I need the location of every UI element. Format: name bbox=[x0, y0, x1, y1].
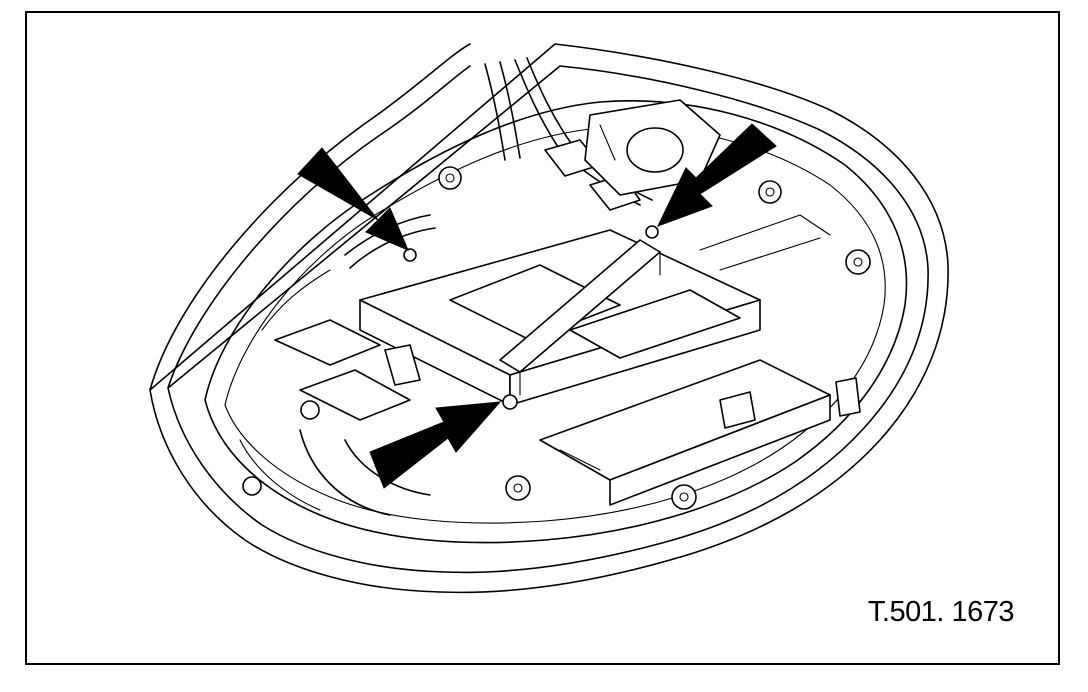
mounting-boss bbox=[845, 249, 871, 275]
lower-left-bracket bbox=[274, 319, 431, 516]
mounting-boss bbox=[242, 476, 262, 496]
arrow-upper-right bbox=[657, 123, 777, 227]
mounting-boss bbox=[438, 166, 462, 190]
mounting-boss bbox=[671, 484, 697, 510]
pointer-arrows bbox=[297, 123, 777, 489]
mounting-boss bbox=[403, 248, 417, 262]
mirror-housing bbox=[149, 43, 949, 594]
mounting-bosses bbox=[242, 166, 871, 510]
housing-tray bbox=[539, 214, 831, 506]
figure-reference-code: T.501. 1673 bbox=[867, 596, 1015, 628]
arrow-lower-center bbox=[369, 401, 502, 489]
arrow-upper-left bbox=[297, 147, 409, 251]
mounting-boss bbox=[502, 394, 518, 410]
control-module bbox=[359, 229, 761, 406]
mounting-boss bbox=[505, 475, 531, 501]
figure-frame bbox=[25, 11, 1060, 665]
mounting-boss bbox=[300, 400, 320, 420]
mounting-boss bbox=[758, 180, 782, 204]
mounting-boss bbox=[645, 225, 659, 239]
